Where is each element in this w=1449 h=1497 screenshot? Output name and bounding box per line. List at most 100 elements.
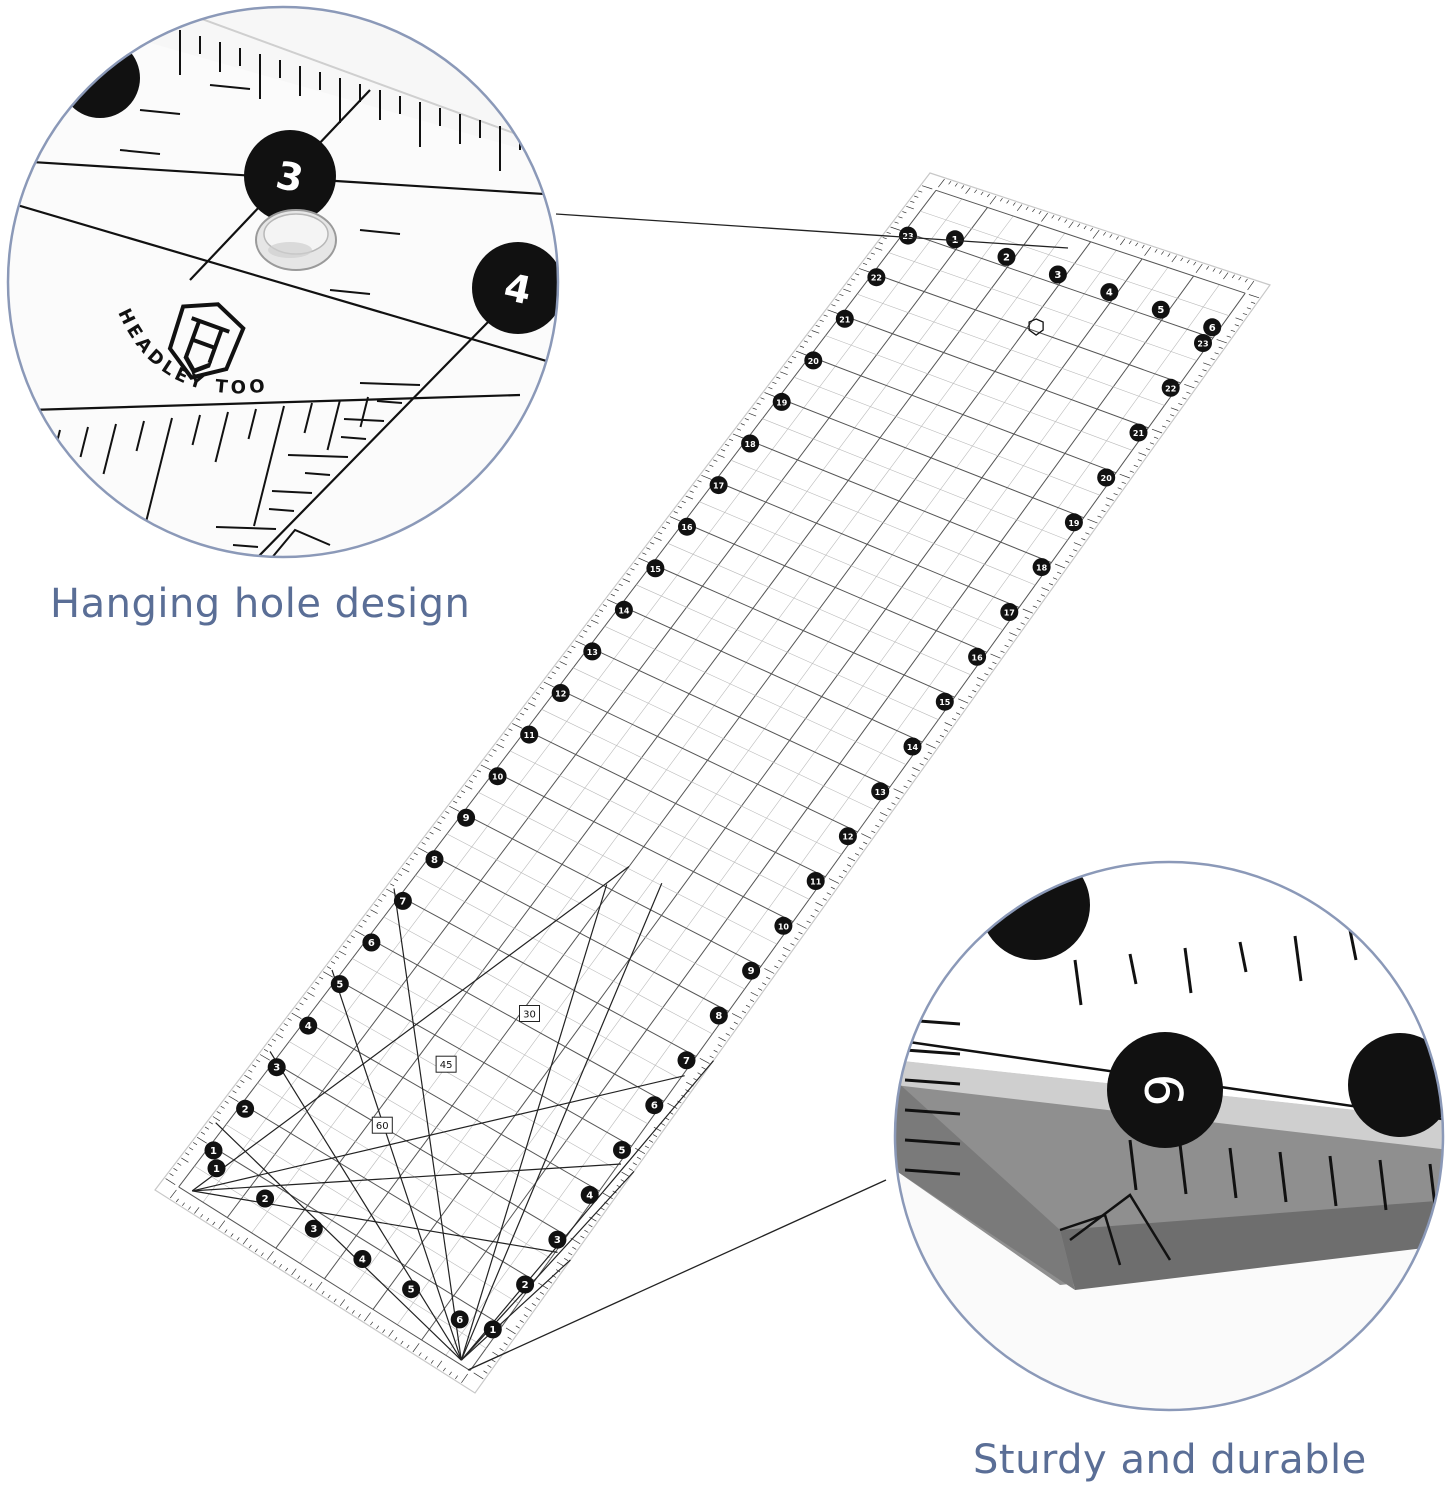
bottom-edge-number-dot	[304, 1219, 323, 1238]
tick-mark	[701, 1066, 706, 1070]
tick-mark	[1056, 571, 1062, 575]
tick-mark	[531, 697, 537, 700]
tick-mark	[990, 653, 1001, 659]
tick-mark	[847, 283, 852, 286]
tick-mark	[338, 950, 347, 956]
grid-line	[888, 252, 1197, 361]
tick-mark	[273, 1260, 276, 1264]
tick-mark	[503, 1342, 508, 1346]
tick-mark	[744, 418, 749, 421]
tick-mark	[923, 757, 928, 760]
tick-mark	[642, 552, 647, 555]
tick-mark	[1246, 307, 1252, 310]
tick-mark	[1097, 515, 1102, 518]
tick-mark	[1242, 313, 1248, 316]
left-edge-number-dot	[393, 891, 412, 910]
right-edge-number-dot	[871, 782, 890, 801]
tick-mark	[374, 904, 379, 907]
tick-mark	[299, 1002, 304, 1006]
tick-mark	[843, 288, 851, 293]
grid-line	[304, 1020, 600, 1192]
tick-mark	[206, 1217, 210, 1222]
right-edge-number-dot	[968, 647, 987, 666]
top-edge-number-dot	[1203, 318, 1222, 337]
tick-mark	[667, 1102, 678, 1109]
tick-mark	[119, 149, 161, 155]
tick-mark	[831, 304, 836, 307]
tick-mark	[1210, 358, 1215, 361]
tick-mark	[200, 1214, 204, 1218]
right-edge-number-dot	[645, 1096, 664, 1115]
tick-mark	[745, 1004, 751, 1008]
tick-mark	[263, 1048, 269, 1052]
grid-line	[493, 771, 794, 923]
tick-mark	[618, 583, 623, 587]
tick-mark	[886, 231, 891, 234]
tick-mark	[893, 788, 904, 794]
tick-mark	[863, 841, 868, 845]
left-edge-number: 20	[808, 357, 820, 366]
tick-mark	[732, 433, 744, 439]
tick-mark	[790, 943, 795, 946]
tick-mark	[944, 722, 953, 727]
left-edge-number-dot	[425, 850, 444, 869]
tick-mark	[287, 1017, 292, 1021]
tick-mark	[1194, 380, 1199, 383]
tick-mark	[1141, 244, 1145, 249]
tick-mark	[1218, 346, 1223, 349]
tick-mark	[1012, 202, 1016, 206]
tick-mark	[547, 676, 552, 680]
tick-mark	[750, 991, 759, 997]
tick-mark	[191, 414, 201, 446]
detail-bottom-ticks	[904, 923, 1438, 1215]
tick-mark	[1195, 263, 1203, 274]
bottom-edge-number: 1	[213, 1164, 220, 1175]
tick-mark	[989, 195, 997, 205]
right-edge-number: 3	[554, 1235, 561, 1246]
tick-mark	[713, 459, 718, 462]
tick-mark	[878, 242, 883, 245]
tick-mark	[701, 474, 712, 480]
tick-mark	[232, 544, 259, 548]
tick-mark	[287, 454, 349, 458]
tick-mark	[491, 1359, 496, 1363]
tick-mark	[866, 257, 872, 260]
tick-mark	[630, 568, 635, 571]
bottom-edge-number-dot	[450, 1310, 469, 1329]
tick-mark	[1184, 383, 1195, 389]
tick-mark	[177, 1162, 182, 1166]
right-edge-number: 6	[651, 1101, 658, 1112]
tick-mark	[230, 1233, 234, 1237]
left-edge-number: 19	[776, 398, 788, 407]
grid-line	[225, 1124, 519, 1304]
left-edge-number-dot	[551, 684, 570, 702]
tick-mark	[1182, 397, 1187, 400]
tick-mark	[847, 857, 856, 862]
left-edge-number-dot	[899, 226, 917, 245]
tick-mark	[762, 982, 767, 986]
tick-mark	[823, 314, 828, 317]
tick-mark	[476, 769, 481, 773]
tick-mark	[141, 417, 173, 539]
tick-mark	[646, 547, 651, 550]
tick-mark	[904, 1078, 961, 1086]
tick-mark	[539, 1291, 545, 1295]
left-edge-number-dot	[678, 517, 696, 536]
tick-mark	[652, 1134, 658, 1138]
tick-mark	[943, 729, 949, 732]
tick-mark	[1024, 616, 1029, 620]
tick-mark	[718, 1036, 726, 1042]
right-edge-number: 2	[522, 1280, 529, 1291]
tick-mark	[181, 1157, 189, 1163]
tick-mark	[555, 666, 560, 669]
tick-mark	[912, 767, 920, 772]
tick-mark	[333, 1298, 337, 1303]
tick-mark	[311, 986, 316, 990]
tick-mark	[814, 909, 819, 912]
tick-mark	[768, 386, 773, 390]
tick-mark	[827, 309, 838, 314]
tick-mark	[1248, 294, 1260, 299]
tick-mark	[871, 830, 876, 834]
tick-mark	[212, 1116, 221, 1122]
tick-mark	[359, 229, 401, 235]
